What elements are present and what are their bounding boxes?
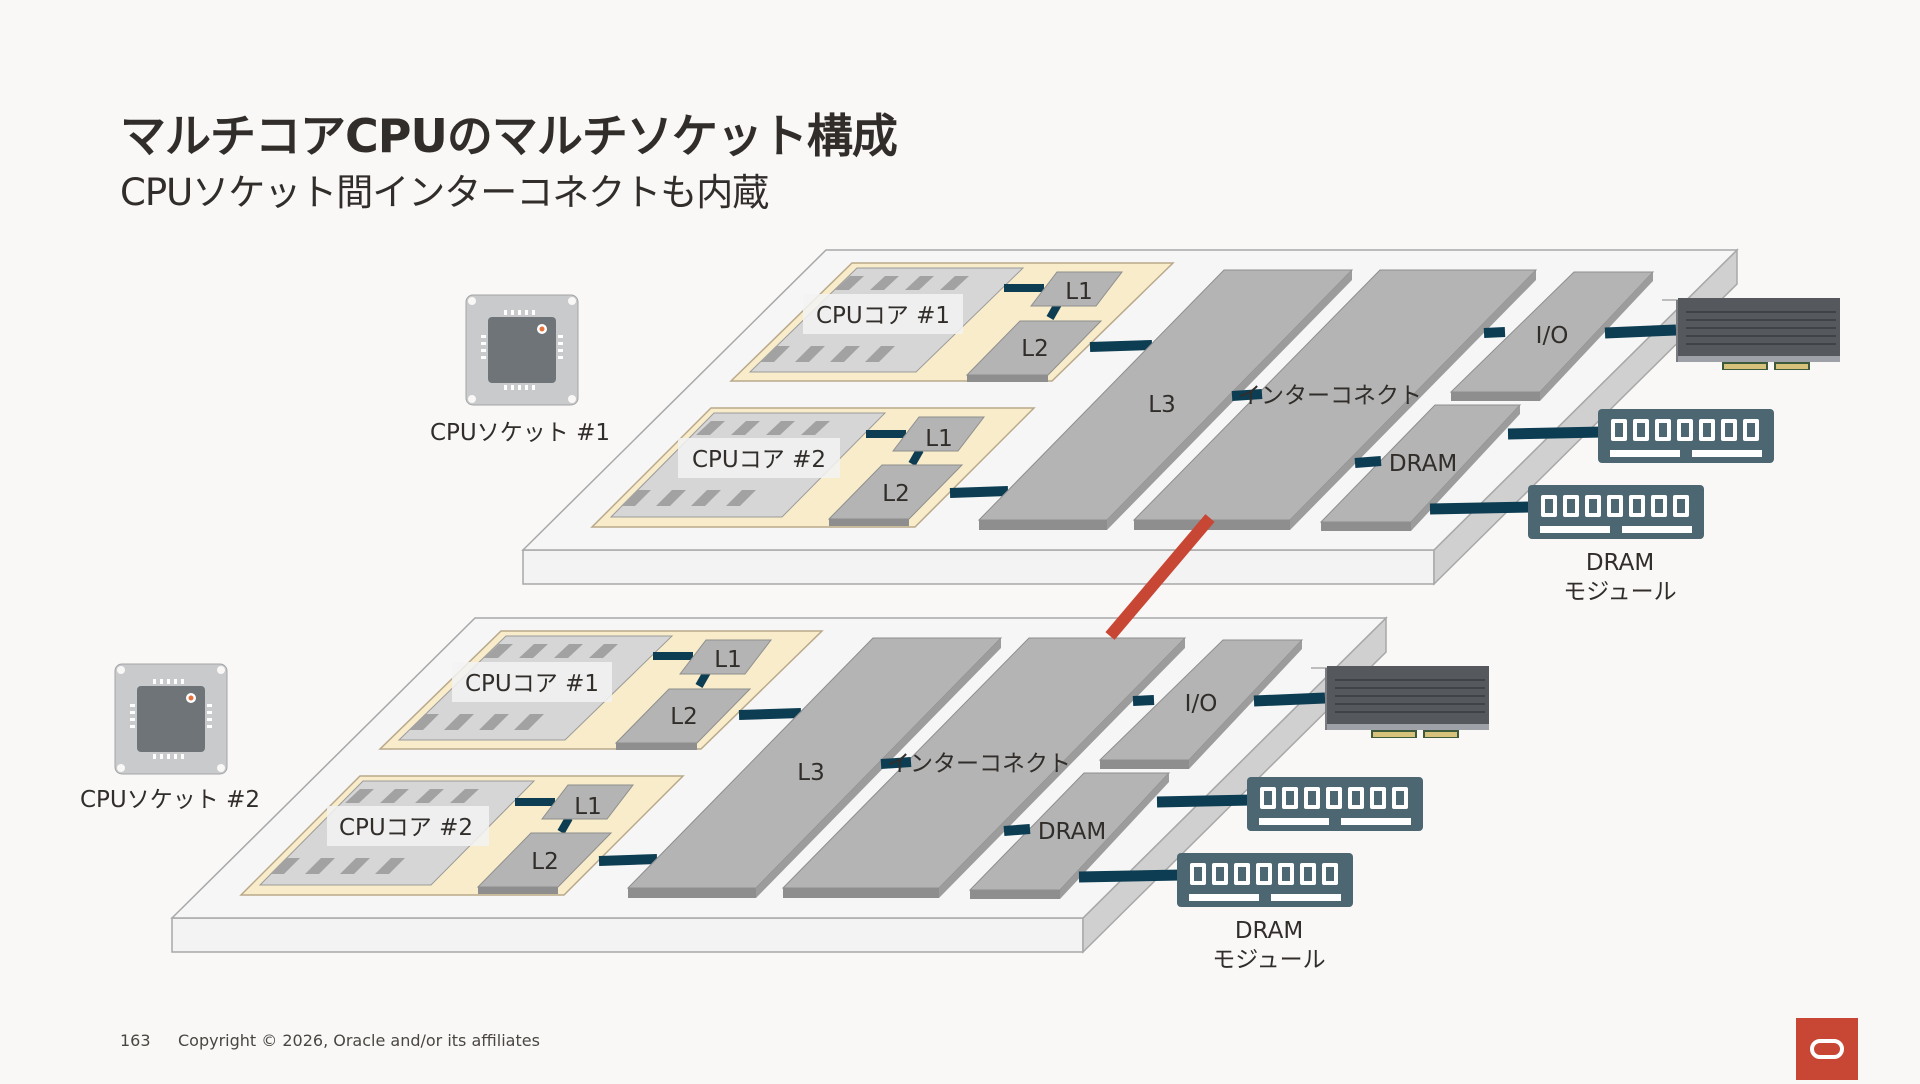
socket-2-core-2-l1: L1: [574, 794, 601, 820]
dram-module-icon: [1528, 485, 1704, 539]
dram-module-icon: [1598, 409, 1774, 463]
socket-1-l3-label: L3: [1148, 392, 1175, 418]
cpu-chip-icon: [465, 294, 579, 406]
socket-2-core-2-label: CPUコア #2: [339, 815, 473, 841]
page-title: マルチコアCPUのマルチソケット構成: [120, 109, 898, 163]
dram-module-icon: [1247, 777, 1423, 831]
socket-2-dram-label: DRAM: [1038, 819, 1106, 845]
socket-1-core-1-l2: L2: [1021, 336, 1048, 362]
socket-2-shared: [626, 637, 1326, 899]
socket-2-l3-label: L3: [797, 760, 824, 786]
socket-2-core-1-l2: L2: [670, 704, 697, 730]
dram-module-label-2-line2: モジュール: [1212, 947, 1325, 973]
dram-module-label-1-line1: DRAM: [1586, 550, 1654, 576]
pcie-card-icon: [1311, 666, 1489, 738]
page-subtitle: CPUソケット間インターコネクトも内蔵: [120, 171, 769, 214]
socket-1-core-2-label: CPUコア #2: [692, 447, 826, 473]
page-number: 163: [120, 1031, 151, 1050]
socket-1-core-2-l2: L2: [882, 481, 909, 507]
socket-interconnect-link: [1105, 514, 1215, 640]
pcie-card-icon: [1662, 298, 1840, 370]
socket-2-core-1: [378, 630, 824, 750]
copyright-text: Copyright © 2026, Oracle and/or its affi…: [178, 1031, 540, 1050]
socket-2-core-1-label: CPUコア #1: [465, 671, 599, 697]
socket-2-core-2-l2: L2: [531, 849, 558, 875]
socket-1-dram-label: DRAM: [1389, 451, 1457, 477]
socket-1-core-2-l1: L1: [925, 426, 952, 452]
oracle-logo-icon: [1796, 1018, 1858, 1080]
socket-1-io-label: I/O: [1536, 323, 1569, 349]
socket-1-label: CPUソケット #1: [430, 420, 610, 446]
socket-1-shared: [977, 269, 1677, 531]
socket-1-core-2: [590, 407, 1036, 528]
socket-1-interconnect-label: インターコネクト: [1238, 383, 1422, 409]
socket-2-core-1-l1: L1: [714, 647, 741, 673]
socket-1-core-1-l1: L1: [1065, 279, 1092, 305]
dram-module-label-2-line1: DRAM: [1235, 918, 1303, 944]
dram-module-label-1-line2: モジュール: [1563, 579, 1676, 605]
dram-module-icon: [1177, 853, 1353, 907]
socket-2-core-2: [239, 775, 685, 896]
socket-2-interconnect-label: インターコネクト: [887, 751, 1071, 777]
socket-2-label: CPUソケット #2: [80, 787, 260, 813]
socket-1-core-1-label: CPUコア #1: [816, 303, 950, 329]
cpu-chip-icon: [114, 663, 228, 775]
socket-2-io-label: I/O: [1185, 691, 1218, 717]
socket-1-core-1: [729, 262, 1175, 382]
